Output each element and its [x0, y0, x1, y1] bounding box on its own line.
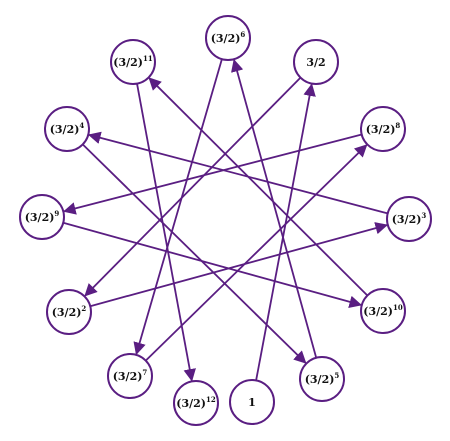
- node-circle: [205, 15, 251, 61]
- node-label: (3/2)5: [305, 371, 340, 386]
- node-label-base: (3/2): [366, 123, 396, 136]
- arrow-n4-to-n5: [87, 131, 388, 215]
- node-label-exponent: 10: [393, 303, 403, 312]
- node-n11: (3/2)10: [360, 288, 406, 334]
- node-n1: 1: [229, 379, 275, 425]
- arrow-n5-to-n6: [82, 143, 307, 364]
- node-circle: [173, 380, 219, 426]
- node-label-exponent: 6: [240, 30, 245, 39]
- node-circle: [46, 289, 92, 335]
- node-n4: (3/2)3: [386, 196, 432, 242]
- node-n6: (3/2)5: [299, 356, 345, 402]
- node-circle: [293, 39, 339, 85]
- arrow-n9-to-n10: [63, 133, 362, 215]
- node-label: (3/2)2: [52, 304, 87, 319]
- edges-layer: [62, 58, 389, 382]
- node-label: 1: [248, 396, 256, 409]
- node-label-exponent: 11: [143, 54, 153, 63]
- arrow-n1-to-n2: [255, 83, 316, 381]
- node-label-base: (3/2): [176, 397, 206, 410]
- node-label-base: 3/2: [306, 56, 325, 69]
- node-label: (3/2)10: [363, 303, 403, 318]
- node-circle: [229, 379, 275, 425]
- node-label-base: (3/2): [113, 370, 143, 383]
- node-n13: (3/2)12: [173, 380, 219, 426]
- node-label-exponent: 7: [142, 368, 147, 377]
- node-n12: (3/2)11: [110, 39, 156, 85]
- node-label: (3/2)11: [113, 54, 153, 69]
- arrow-n3-to-n4: [89, 222, 389, 308]
- arrow-n12-to-n13: [136, 83, 196, 382]
- node-label: (3/2)4: [50, 121, 85, 136]
- node-label-exponent: 3: [421, 211, 426, 220]
- arrow-n6-to-n7: [231, 58, 318, 359]
- node-label: (3/2)7: [113, 368, 148, 383]
- node-label: 3/2: [306, 56, 325, 69]
- node-n7: (3/2)6: [205, 15, 251, 61]
- node-circle: [360, 106, 406, 152]
- node-circle: [386, 196, 432, 242]
- node-label-base: (3/2): [52, 306, 82, 319]
- node-label-base: (3/2): [363, 305, 393, 318]
- node-label-base: (3/2): [392, 213, 422, 226]
- node-n8: (3/2)7: [107, 353, 153, 399]
- node-label-base: (3/2): [305, 373, 335, 386]
- nodes-layer: 13/2(3/2)2(3/2)3(3/2)4(3/2)5(3/2)6(3/2)7…: [19, 15, 432, 426]
- arrow-n10-to-n11: [62, 221, 363, 308]
- node-n2: 3/2: [293, 39, 339, 85]
- node-label-exponent: 8: [395, 121, 400, 130]
- node-circle: [360, 288, 406, 334]
- node-label-exponent: 5: [334, 371, 339, 380]
- arrow-n11-to-n12: [148, 77, 369, 297]
- node-label: (3/2)6: [211, 30, 246, 45]
- arrow-n7-to-n8: [133, 58, 223, 356]
- node-circle: [19, 194, 65, 240]
- node-label: (3/2)12: [176, 395, 216, 410]
- node-n3: (3/2)2: [46, 289, 92, 335]
- node-n5: (3/2)4: [44, 106, 90, 152]
- node-label: (3/2)9: [25, 209, 60, 224]
- node-n10: (3/2)9: [19, 194, 65, 240]
- node-label-exponent: 2: [81, 304, 86, 313]
- node-label-base: (3/2): [211, 32, 241, 45]
- node-label-exponent: 9: [54, 209, 59, 218]
- node-circle: [107, 353, 153, 399]
- node-label: (3/2)8: [366, 121, 401, 136]
- arrow-n2-to-n3: [84, 76, 302, 297]
- node-circle: [299, 356, 345, 402]
- node-n9: (3/2)8: [360, 106, 406, 152]
- node-circle: [44, 106, 90, 152]
- node-label-exponent: 4: [79, 121, 84, 130]
- node-label-base: (3/2): [50, 123, 80, 136]
- node-label-base: (3/2): [113, 56, 143, 69]
- node-label: (3/2)3: [392, 211, 427, 226]
- node-label-base: (3/2): [25, 211, 55, 224]
- arrow-n8-to-n9: [145, 144, 368, 362]
- node-label-base: 1: [248, 396, 256, 409]
- node-circle: [110, 39, 156, 85]
- node-label-exponent: 12: [206, 395, 216, 404]
